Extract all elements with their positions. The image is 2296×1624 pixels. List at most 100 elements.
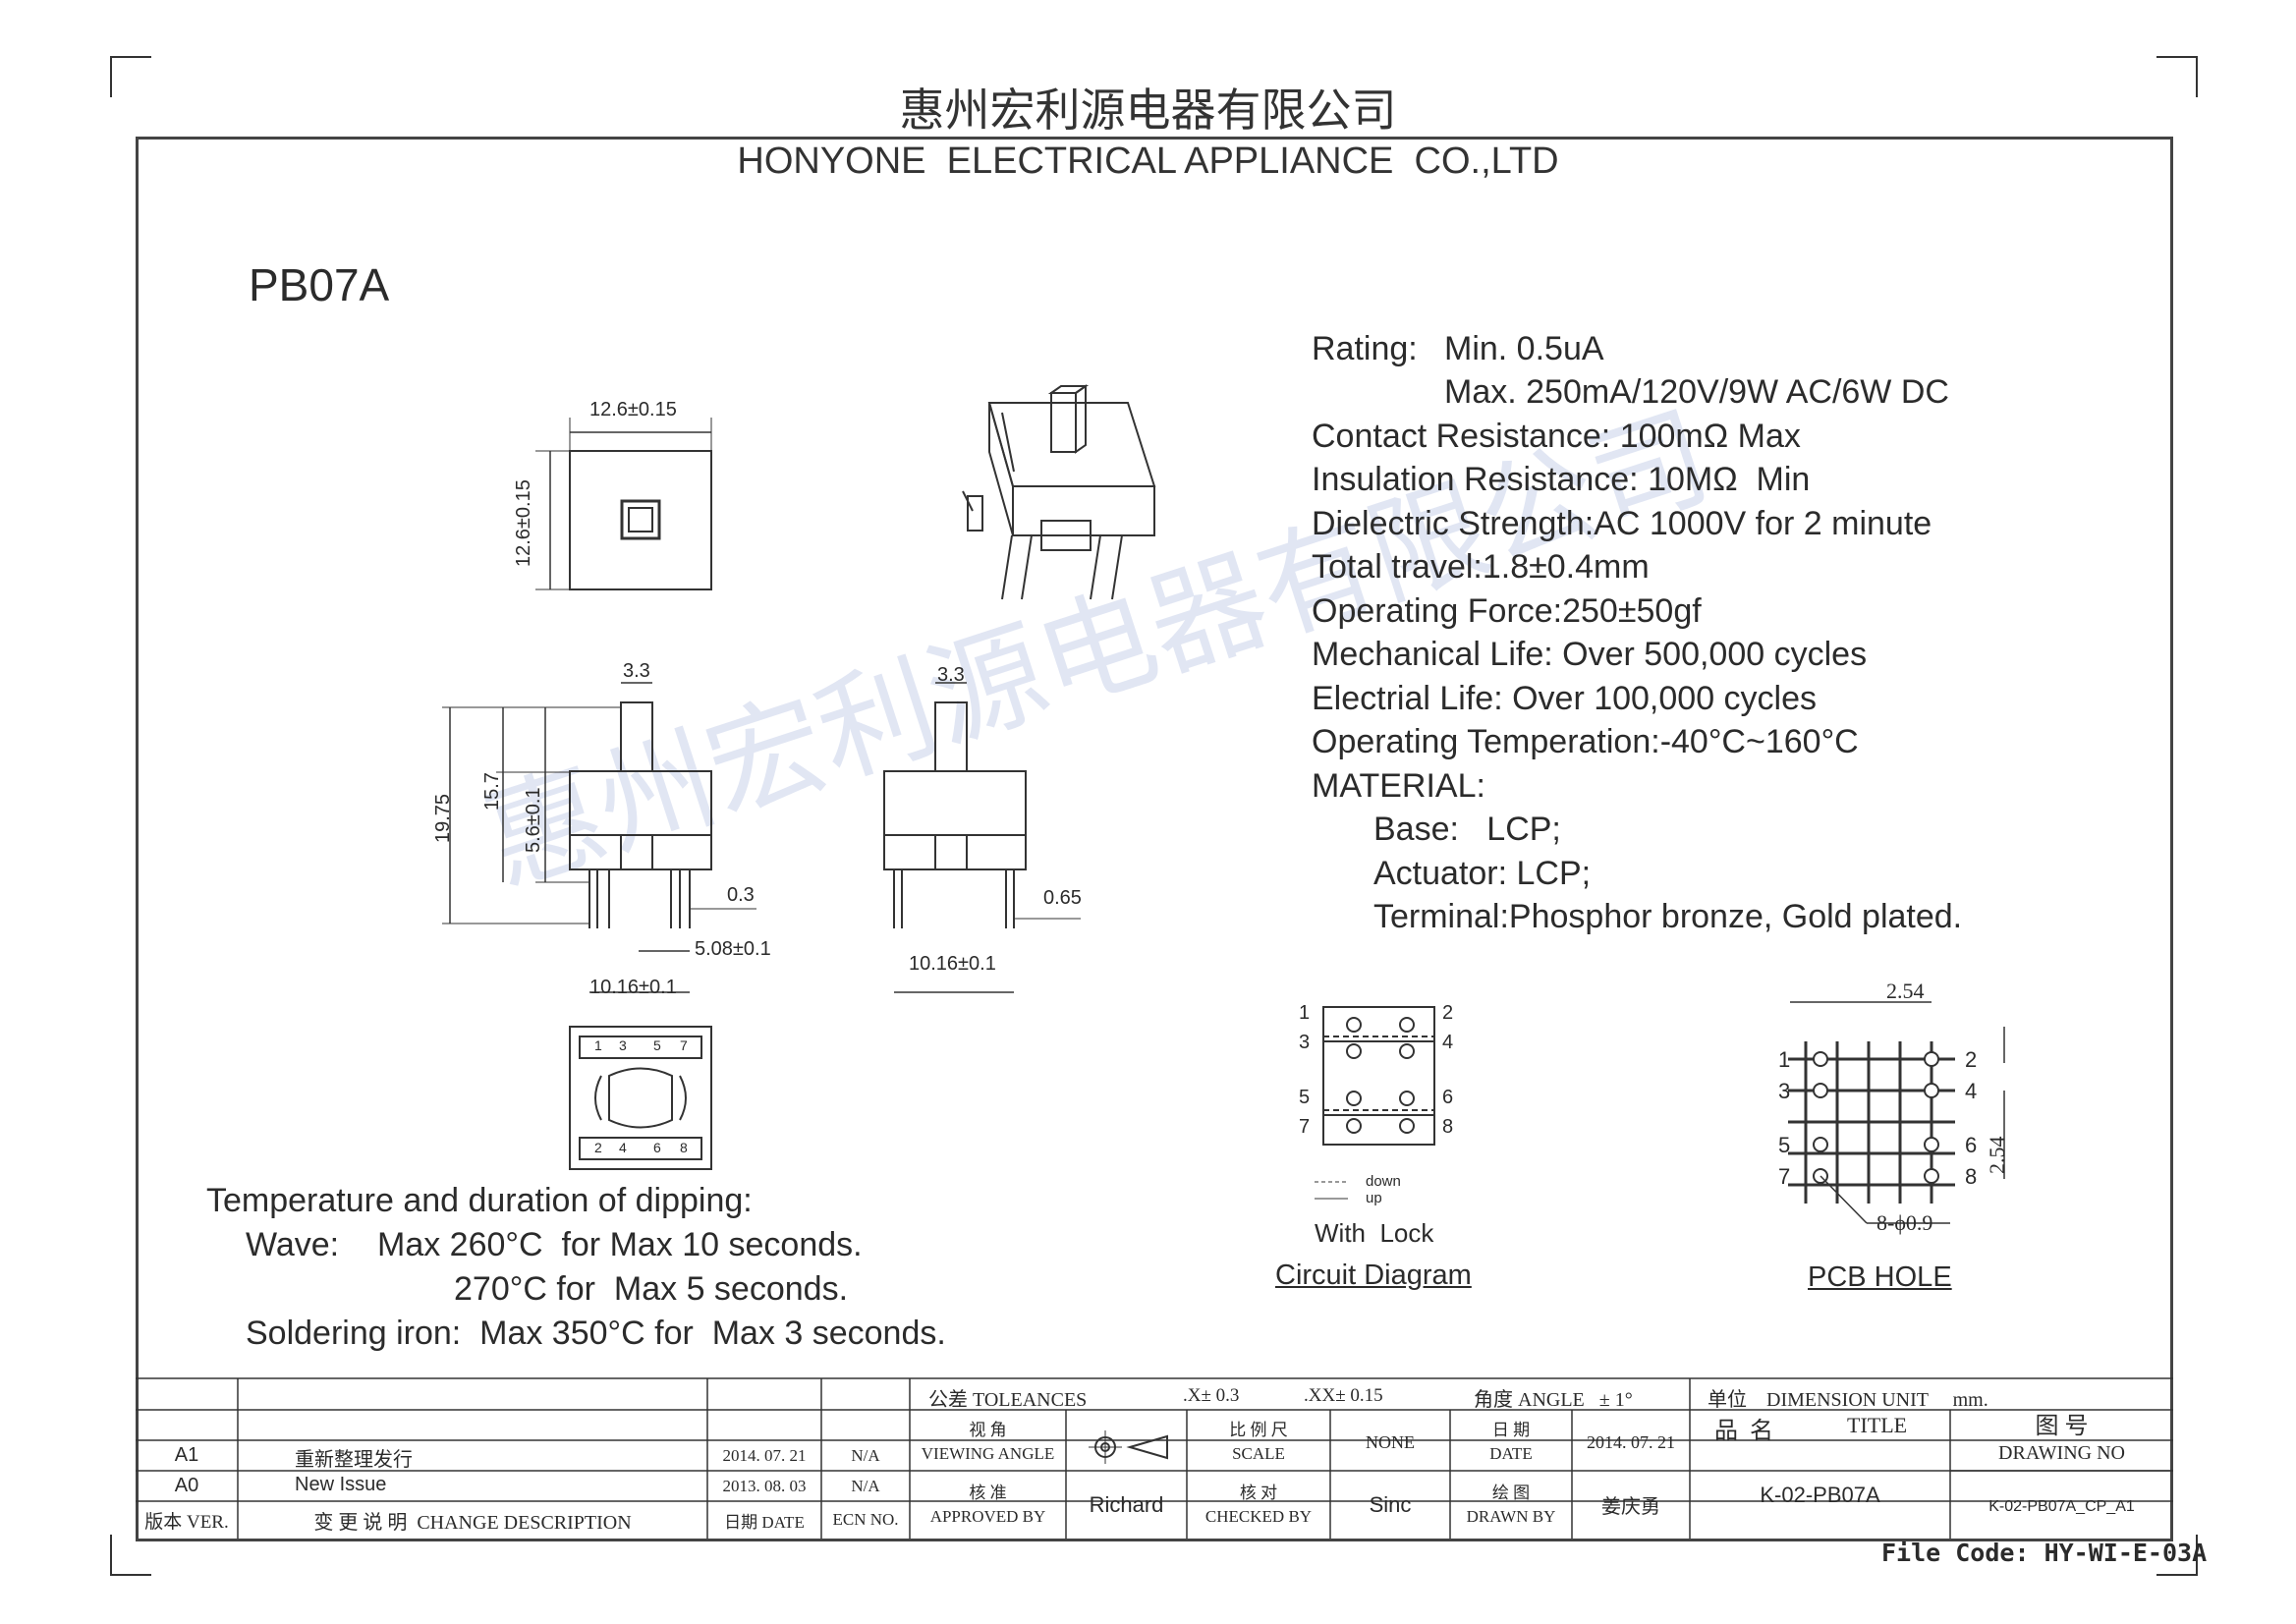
dim-total-height: 19.75 — [432, 793, 454, 843]
bottom-pin-8: 8 — [680, 1140, 688, 1155]
pcb-pitch-horizontal: 2.54 — [1886, 979, 1925, 1003]
revision-row-a1-desc: 重新整理发行 — [295, 1447, 413, 1471]
checked-en: CHECKED BY — [1204, 1506, 1313, 1526]
bottom-pin-7: 7 — [680, 1037, 688, 1053]
drawing-no-en: DRAWING NO — [1998, 1442, 2125, 1464]
circuit-pin-1: 1 — [1299, 1002, 1311, 1024]
date-en: DATE — [1489, 1444, 1533, 1463]
circuit-pin-5: 5 — [1299, 1087, 1311, 1108]
scale-en: SCALE — [1232, 1444, 1285, 1463]
dipping-iron: Soldering iron: Max 350°C for Max 3 seco… — [246, 1315, 946, 1352]
approved-label: 核 准 APPROVED BY — [910, 1473, 1066, 1537]
pcb-pin-7: 7 — [1778, 1164, 1791, 1189]
crop-mark-bottom-left — [110, 1535, 151, 1576]
dim-top-height: 12.6±0.15 — [513, 479, 534, 567]
revision-row-a1-ecn: N/A — [851, 1445, 880, 1465]
projection-symbol — [1089, 1430, 1168, 1464]
spec-material-base: Base: LCP; — [1373, 811, 1561, 848]
revision-row-a0-ver: A0 — [174, 1475, 199, 1496]
circuit-diagram-title: Circuit Diagram — [1275, 1260, 1472, 1291]
pcb-pitch-vertical: 2.54 — [1985, 1136, 2009, 1175]
company-name-cn: 惠州宏利源电器有限公司 — [899, 84, 1397, 137]
dim-plunger-width-side: 3.3 — [937, 664, 965, 686]
angle-label: 角度 ANGLE ± 1° — [1474, 1389, 1633, 1411]
spec-rating-max: Max. 250mA/120V/9W AC/6W DC — [1444, 373, 1949, 411]
dipping-wave-2: 270°C for Max 5 seconds. — [454, 1270, 849, 1308]
front-view-drawing — [442, 682, 756, 993]
circuit-pin-4: 4 — [1442, 1032, 1454, 1053]
tolerances-label: 公差 TOLEANCES — [928, 1389, 1088, 1411]
pcb-pin-3: 3 — [1778, 1079, 1791, 1103]
scale-cn: 比 例 尺 — [1229, 1421, 1288, 1439]
drawn-label: 绘 图 DRAWN BY — [1450, 1473, 1572, 1537]
spec-mechanical-life: Mechanical Life: Over 500,000 cycles — [1312, 636, 1868, 673]
header-ver: 版本 VER. — [144, 1511, 229, 1533]
pcb-pin-5: 5 — [1778, 1133, 1791, 1157]
spec-rating-min: Min. 0.5uA — [1444, 330, 1604, 367]
drawing-no-value: K-02-PB07A_CP_A1 — [1988, 1498, 2135, 1515]
isometric-view-drawing — [962, 384, 1156, 600]
spec-rating-label: Rating: — [1312, 330, 1418, 367]
circuit-mode: With Lock — [1315, 1218, 1434, 1248]
crop-mark-top-right — [2156, 56, 2198, 97]
pcb-pin-8: 8 — [1965, 1164, 1978, 1189]
date-label: 日 期 DATE — [1450, 1415, 1572, 1470]
unit-label: 单位 DIMENSION UNIT mm. — [1708, 1389, 1988, 1411]
tolerance-xx: .XX± 0.15 — [1304, 1385, 1383, 1406]
checked-label: 核 对 CHECKED BY — [1187, 1473, 1330, 1537]
dim-pin-width-side: 0.65 — [1043, 887, 1082, 909]
viewing-angle-label: 视 角 VIEWING ANGLE — [910, 1415, 1066, 1470]
circuit-legend-up: up — [1366, 1190, 1382, 1206]
drawn-en: DRAWN BY — [1466, 1506, 1556, 1526]
revision-row-a1-ver: A1 — [174, 1444, 199, 1466]
dipping-wave-label: Wave: — [246, 1226, 340, 1263]
checked-value: Sinc — [1369, 1491, 1412, 1517]
side-view-drawing — [883, 682, 1081, 993]
dim-pin-pitch: 5.08±0.1 — [695, 938, 771, 960]
spec-material-terminal: Terminal:Phosphor bronze, Gold plated. — [1373, 898, 1963, 935]
pcb-pin-4: 4 — [1965, 1079, 1978, 1103]
pcb-hole-spec: 8-ϕ0.9 — [1876, 1210, 1933, 1235]
pcb-pin-2: 2 — [1965, 1047, 1978, 1072]
revision-row-a0-desc: New Issue — [295, 1474, 387, 1495]
bottom-pin-5: 5 — [653, 1037, 661, 1053]
drawing-frame — [136, 137, 2173, 1541]
dim-body-height: 15.7 — [481, 772, 503, 811]
top-view-drawing — [535, 418, 712, 590]
spec-electrical-life: Electrial Life: Over 100,000 cycles — [1312, 680, 1818, 717]
scale-label: 比 例 尺 SCALE — [1187, 1415, 1330, 1470]
spec-total-travel: Total travel:1.8±0.4mm — [1312, 548, 1650, 586]
title-label-en: TITLE — [1847, 1413, 1908, 1437]
crop-mark-top-left — [110, 56, 151, 97]
circuit-pin-7: 7 — [1299, 1116, 1311, 1138]
spec-operating-force: Operating Force:250±50gf — [1312, 592, 1702, 630]
drawing-no-label: 图 号 DRAWING NO — [1950, 1412, 2173, 1469]
bottom-pin-6: 6 — [653, 1140, 661, 1155]
revision-row-a1-date: 2014. 07. 21 — [722, 1445, 807, 1465]
approved-en: APPROVED BY — [929, 1506, 1046, 1526]
header-ecn: ECN NO. — [832, 1510, 899, 1529]
approved-cn: 核 准 — [969, 1483, 1007, 1502]
dim-pin-span-front: 10.16±0.1 — [589, 977, 677, 998]
header-date: 日期 DATE — [724, 1512, 805, 1532]
bottom-view-drawing — [569, 1026, 712, 1170]
file-code: File Code: HY-WI-E-03A — [1881, 1539, 2208, 1567]
pcb-hole-title: PCB HOLE — [1808, 1261, 1952, 1293]
spec-insulation-resistance: Insulation Resistance: 10MΩ Min — [1312, 461, 1811, 498]
company-name-en: HONYONE ELECTRICAL APPLIANCE CO.,LTD — [737, 140, 1559, 182]
viewing-angle-en: VIEWING ANGLE — [921, 1444, 1055, 1463]
dim-top-width: 12.6±0.15 — [589, 399, 677, 420]
spec-contact-resistance: Contact Resistance: 100mΩ Max — [1312, 418, 1801, 455]
circuit-pin-2: 2 — [1442, 1002, 1454, 1024]
drawing-no-cn: 图 号 — [2035, 1414, 2089, 1439]
approved-value: Richard — [1089, 1491, 1164, 1517]
crop-mark-bottom-right — [2156, 1535, 2198, 1576]
spec-operating-temperature: Operating Temperation:-40°C~160°C — [1312, 723, 1859, 760]
pcb-pin-1: 1 — [1778, 1047, 1791, 1072]
revision-row-a0-date: 2013. 08. 03 — [722, 1476, 807, 1495]
dipping-title: Temperature and duration of dipping: — [206, 1182, 753, 1219]
drawn-value: 姜庆勇 — [1601, 1494, 1660, 1518]
scale-value: NONE — [1366, 1431, 1415, 1452]
dim-pin-span-side: 10.16±0.1 — [909, 953, 996, 975]
